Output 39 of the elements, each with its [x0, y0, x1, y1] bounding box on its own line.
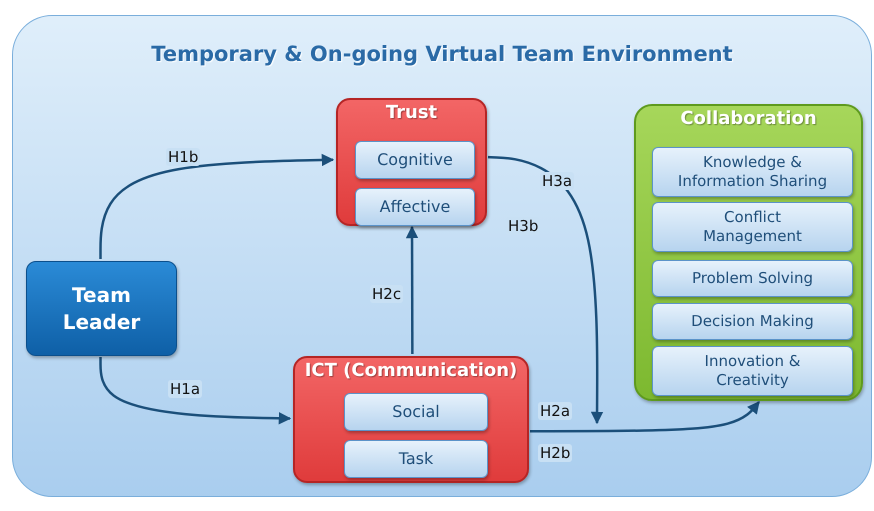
box-label: Team Leader — [62, 282, 142, 336]
item-box — [652, 346, 853, 396]
item-box — [344, 440, 488, 478]
box-label: Knowledge & Information Sharing — [676, 152, 828, 192]
arrow — [488, 156, 604, 424]
edge-label: H2a — [538, 402, 572, 420]
panel-heading: Temporary & On-going Virtual Team Environment — [150, 42, 734, 66]
group-heading: Trust — [384, 102, 438, 123]
box-label: Innovation & Creativity — [704, 350, 802, 391]
edge-label: H2c — [370, 285, 404, 303]
item-box — [355, 141, 475, 179]
box-label: Problem Solving — [690, 268, 814, 289]
item-box — [652, 202, 853, 252]
group-heading: Collaboration — [679, 108, 818, 129]
group-heading: ICT (Communication) — [304, 360, 518, 381]
box-label: Affective — [378, 196, 452, 218]
item-box — [344, 393, 488, 431]
item-box — [652, 260, 853, 297]
item-box — [652, 147, 853, 197]
edge-label: H1b — [166, 148, 200, 166]
box-label: Social — [391, 400, 441, 423]
group-box — [634, 104, 863, 401]
arrow — [99, 154, 334, 259]
environment-panel — [12, 15, 872, 497]
box-label: Conflict Management — [702, 206, 803, 247]
edge-label: H3a — [540, 172, 574, 190]
item-box — [355, 188, 475, 226]
item-box — [652, 303, 853, 340]
team-leader-box — [26, 261, 177, 356]
box-label: Task — [398, 448, 434, 470]
arrow — [406, 226, 418, 354]
arrow — [530, 401, 760, 432]
arrow — [99, 357, 292, 425]
group-box — [336, 98, 487, 226]
box-label: Cognitive — [376, 148, 454, 171]
hypothesis-label: H2b — [538, 444, 572, 462]
edge-label: H1a — [168, 380, 202, 398]
box-label: Decision Making — [690, 310, 815, 332]
group-box — [293, 356, 529, 483]
